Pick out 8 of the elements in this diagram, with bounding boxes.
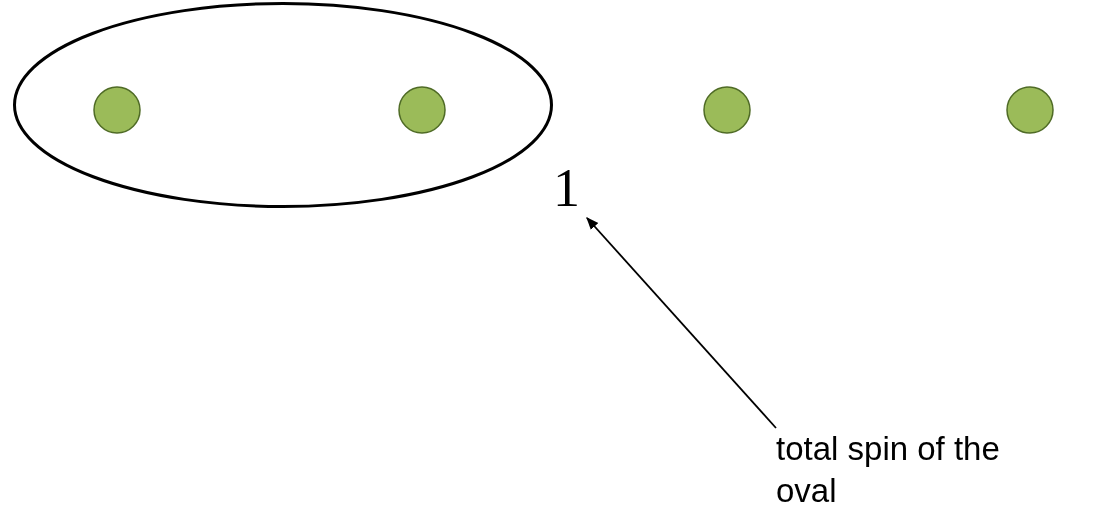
spin-dot	[398, 86, 446, 134]
spin-dot	[1006, 86, 1054, 134]
arrow	[586, 217, 777, 429]
spin-value-label: 1	[553, 160, 585, 216]
oval-outline	[13, 2, 553, 208]
spin-dot	[703, 86, 751, 134]
annotation-text: total spin of the oval	[776, 428, 1038, 512]
spin-dot	[93, 86, 141, 134]
